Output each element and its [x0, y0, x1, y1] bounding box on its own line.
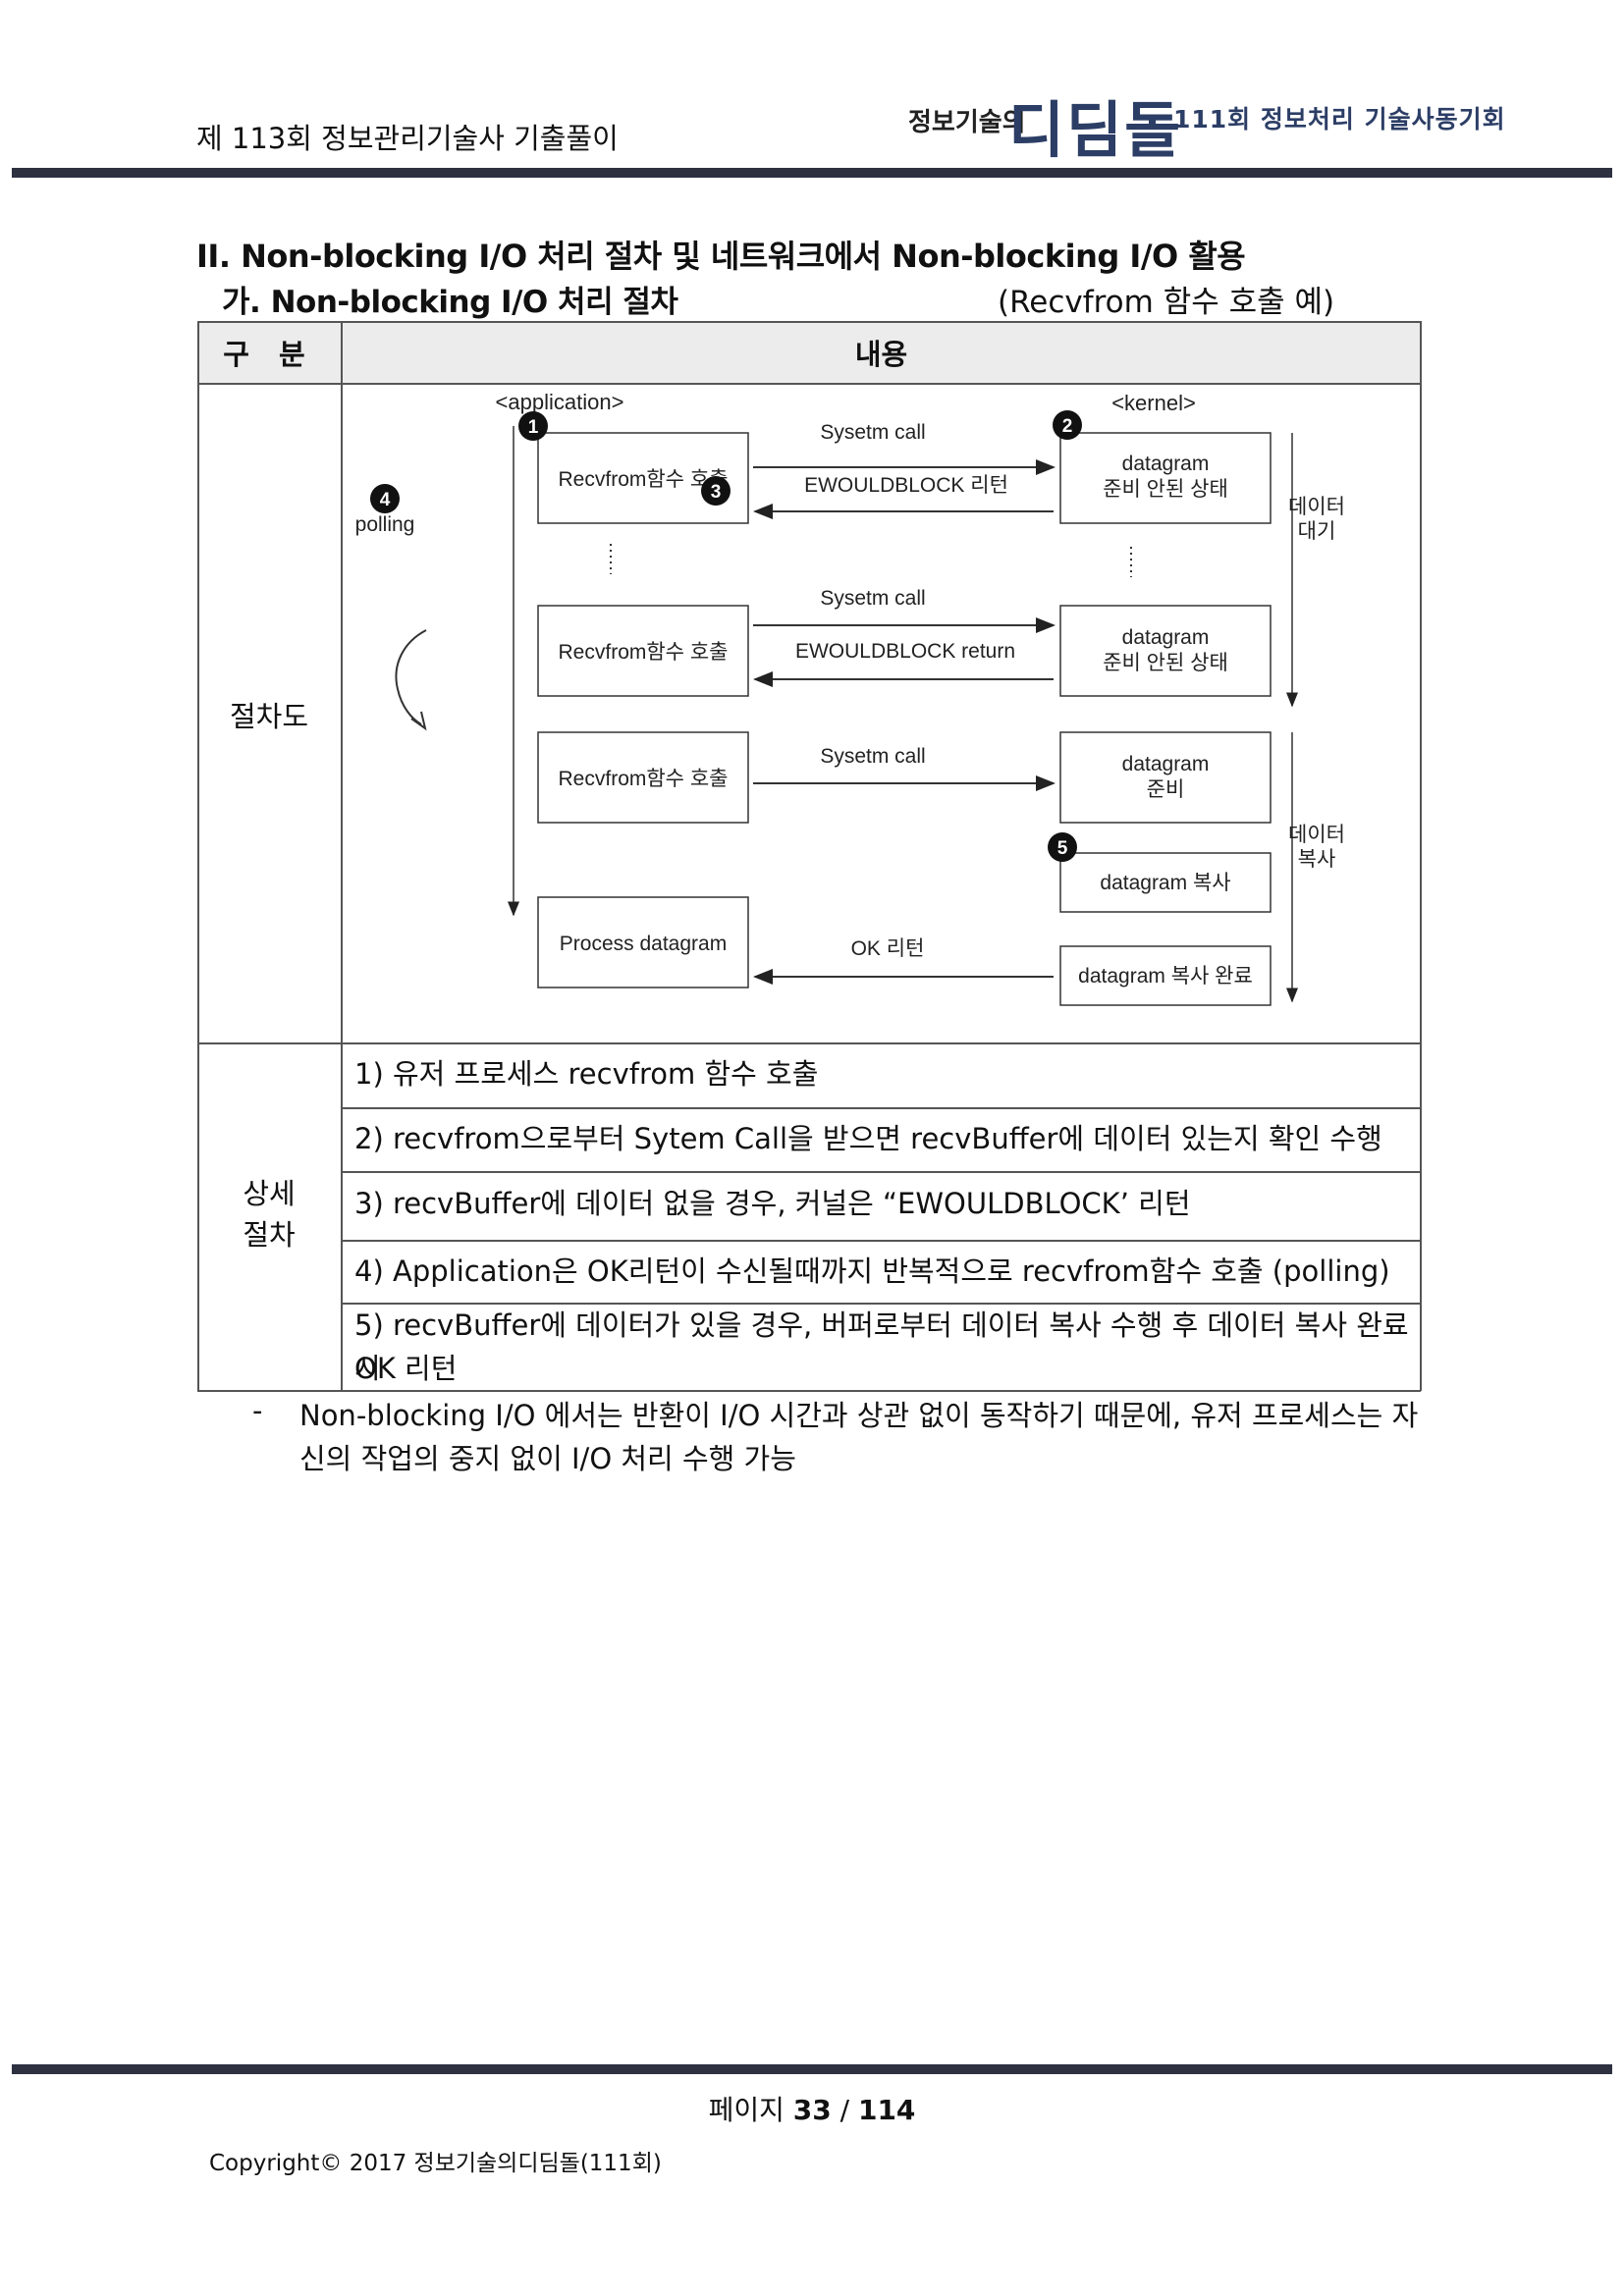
table-border-right — [1420, 321, 1422, 1391]
application-label: <application> — [496, 390, 624, 414]
summary-text: Non-blocking I/O 에서는 반환이 I/O 시간과 상관 없이 동… — [299, 1399, 1419, 1475]
polling-curve — [395, 629, 427, 725]
table-border-top — [197, 321, 1421, 323]
logo: 정보기술의 디딤돌 111회 정보처리 기술사동기회 — [908, 86, 1556, 166]
table-row-divider — [197, 1042, 1421, 1044]
procedure-table: 구 분 내용 절차도 상세 절차 1) 유저 프로세스 recvfrom 함수 … — [197, 321, 1422, 1392]
copyright: Copyright© 2017 정보기술의디딤돌(111회) — [209, 2151, 662, 2176]
step-divider — [342, 1240, 1421, 1242]
kernel-box-5-label: datagram 복사 완료 — [1078, 965, 1253, 988]
logo-main: 디딤돌 — [1008, 94, 1183, 166]
ok-return-label: OK 리턴 — [851, 937, 925, 960]
kernel-box-3-line2: 준비 — [1147, 778, 1185, 801]
app-box-3 — [537, 731, 749, 824]
logo-subtitle: 111회 정보처리 기술사동기회 — [1173, 105, 1506, 133]
kernel-box-4 — [1059, 852, 1272, 913]
summary-bullet: - — [252, 1394, 263, 1427]
row-label-detail-line2: 절차 — [243, 1218, 296, 1252]
syscall-label-3: Sysetm call — [820, 745, 925, 768]
row-label-detail-line1: 상세 — [243, 1177, 296, 1210]
table-border-left — [197, 321, 199, 1391]
table-column-divider — [341, 321, 343, 1391]
subsection-note: (Recvfrom 함수 호출 예) — [998, 285, 1335, 320]
badge-3 — [701, 476, 731, 506]
step-divider — [342, 1107, 1421, 1109]
table-border-bottom — [197, 1390, 1421, 1392]
wait-label-line2: 대기 — [1298, 520, 1336, 543]
kernel-box-3 — [1059, 731, 1272, 824]
kernel-box-1-line2: 준비 안된 상태 — [1103, 478, 1228, 501]
page-label: 페이지 — [708, 2094, 785, 2126]
badge-4-number: 4 — [380, 490, 391, 510]
kernel-box-3-line1: datagram — [1122, 753, 1210, 775]
table-header-content: 내용 — [854, 337, 908, 371]
badge-2 — [1053, 410, 1082, 440]
procedure-diagram: <application> <kernel> Recvfrom함수 호출 Rec… — [355, 390, 1345, 1006]
polling-arrow-head — [410, 711, 427, 731]
app-box-1-label: Recvfrom함수 호출 — [559, 468, 729, 491]
app-box-2 — [537, 605, 749, 697]
badge-1-number: 1 — [528, 417, 539, 438]
kernel-box-4-label: datagram 복사 — [1100, 872, 1230, 894]
kernel-box-2 — [1059, 605, 1272, 697]
detail-step-2: 2) recvfrom으로부터 Sytem Call을 받으면 recvBuff… — [354, 1122, 1382, 1155]
footer-rule — [12, 2064, 1612, 2074]
step-divider — [342, 1171, 1421, 1173]
app-box-4 — [537, 896, 749, 988]
badge-5-number: 5 — [1057, 838, 1068, 859]
copy-label-line2: 복사 — [1298, 848, 1336, 871]
ewouldblock-label-1: EWOULDBLOCK 리턴 — [804, 474, 1008, 497]
table-header-divider — [197, 383, 1421, 385]
logo-prefix: 정보기술의 — [908, 108, 1026, 137]
page-current: 33 — [792, 2094, 832, 2126]
kernel-box-2-line2: 준비 안된 상태 — [1103, 652, 1228, 674]
polling-label: polling — [355, 513, 415, 536]
row-label-detail: 상세 절차 — [197, 1173, 341, 1255]
page-total: 114 — [857, 2094, 916, 2126]
row-label-procedure: 절차도 — [229, 700, 309, 733]
section-title: II. Non-blocking I/O 처리 절차 및 네트워크에서 Non-… — [196, 238, 1246, 275]
wait-label-line1: 데이터 — [1288, 496, 1345, 518]
detail-step-5-continued: OK 리턴 — [354, 1352, 458, 1385]
detail-step-5: 5) recvBuffer에 데이터가 있을 경우, 버퍼로부터 데이터 복사 … — [354, 1308, 1409, 1385]
badge-1 — [518, 411, 548, 441]
syscall-label-2: Sysetm call — [820, 587, 925, 610]
app-box-3-label: Recvfrom함수 호출 — [559, 768, 729, 790]
kernel-box-1-line1: datagram — [1122, 453, 1210, 475]
copy-label-line1: 데이터 — [1288, 824, 1345, 846]
page-number: 페이지 33 / 114 — [0, 2089, 1624, 2128]
app-box-4-label: Process datagram — [560, 933, 727, 955]
syscall-label-1: Sysetm call — [820, 421, 925, 444]
kernel-label: <kernel> — [1111, 391, 1196, 415]
page-separator: / — [839, 2094, 850, 2126]
subsection-title: 가. Non-blocking I/O 처리 절차 — [222, 285, 678, 320]
detail-step-3: 3) recvBuffer에 데이터 없을 경우, 커널은 “EWOULDBLO… — [354, 1187, 1191, 1220]
badge-4 — [370, 484, 400, 513]
kernel-box-1 — [1059, 432, 1272, 524]
document-header-title: 제 113회 정보관리기술사 기출풀이 — [196, 122, 619, 155]
ewouldblock-label-2: EWOULDBLOCK return — [795, 640, 1015, 663]
detail-step-1: 1) 유저 프로세스 recvfrom 함수 호출 — [354, 1057, 819, 1091]
badge-2-number: 2 — [1062, 416, 1073, 437]
header-rule — [12, 168, 1612, 178]
app-box-2-label: Recvfrom함수 호출 — [559, 641, 729, 664]
kernel-box-2-line1: datagram — [1122, 626, 1210, 649]
kernel-box-5 — [1059, 945, 1272, 1006]
table-header-category: 구 분 — [223, 337, 315, 371]
step-divider — [342, 1303, 1421, 1305]
badge-5 — [1048, 832, 1077, 862]
detail-step-4: 4) Application은 OK리턴이 수신될때까지 반복적으로 recvf… — [354, 1255, 1390, 1288]
table-header-background — [197, 321, 1421, 383]
badge-3-number: 3 — [711, 482, 722, 503]
